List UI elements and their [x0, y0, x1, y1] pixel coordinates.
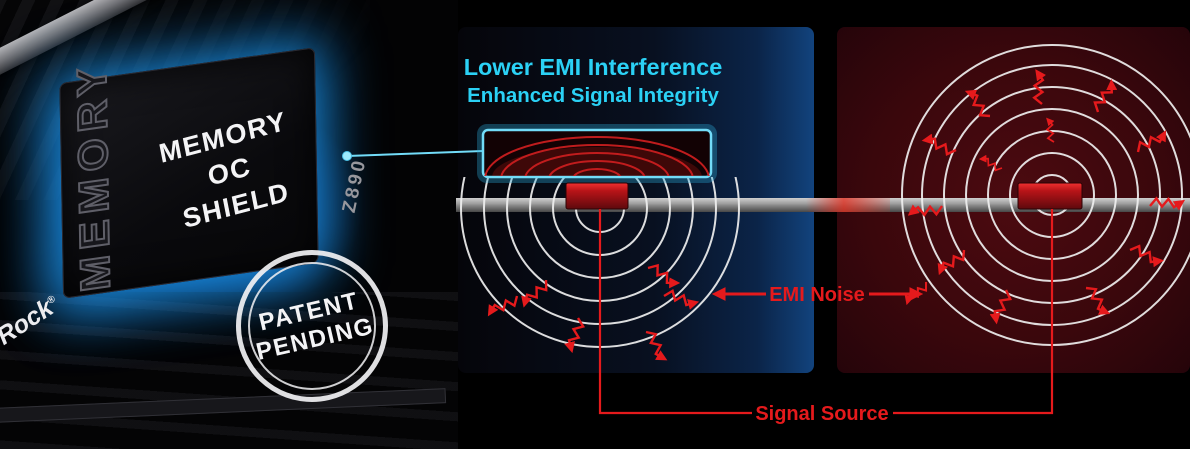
motherboard-photo: MEMORY MEMORY OC SHIELD Z890 Rock® PATEN… [0, 0, 458, 449]
signal-trace [456, 198, 1190, 212]
emi-shield-box [477, 124, 717, 183]
signal-trace-red-glow [806, 198, 890, 212]
unshielded-panel-background [837, 27, 1190, 373]
signal-source-right [1017, 182, 1083, 210]
stamp-inner-ring [235, 249, 389, 403]
shielded-panel-background [458, 27, 814, 373]
noise-arrows-unshielded [904, 69, 1186, 325]
absorbed-waves [484, 136, 710, 176]
shield-printed-label: MEMORY OC SHIELD [134, 98, 325, 245]
shield-embossed-label: MEMORY [67, 56, 120, 296]
emi-noise-label: EMI Noise [769, 284, 865, 306]
signal-source-left [565, 182, 629, 210]
dimm-slot-area [0, 292, 458, 449]
signal-source-connector-left [598, 209, 752, 415]
noise-arrows-shielded [487, 263, 700, 361]
diagram-title-line2: Enhanced Signal Integrity [467, 84, 719, 107]
emi-waves-shielded [460, 177, 740, 348]
diagram-title-line1: Lower EMI Interference [464, 54, 723, 80]
emi-waves-unshielded [901, 44, 1190, 346]
signal-source-label: Signal Source [755, 403, 888, 425]
signal-source-connector-right [893, 209, 1054, 415]
